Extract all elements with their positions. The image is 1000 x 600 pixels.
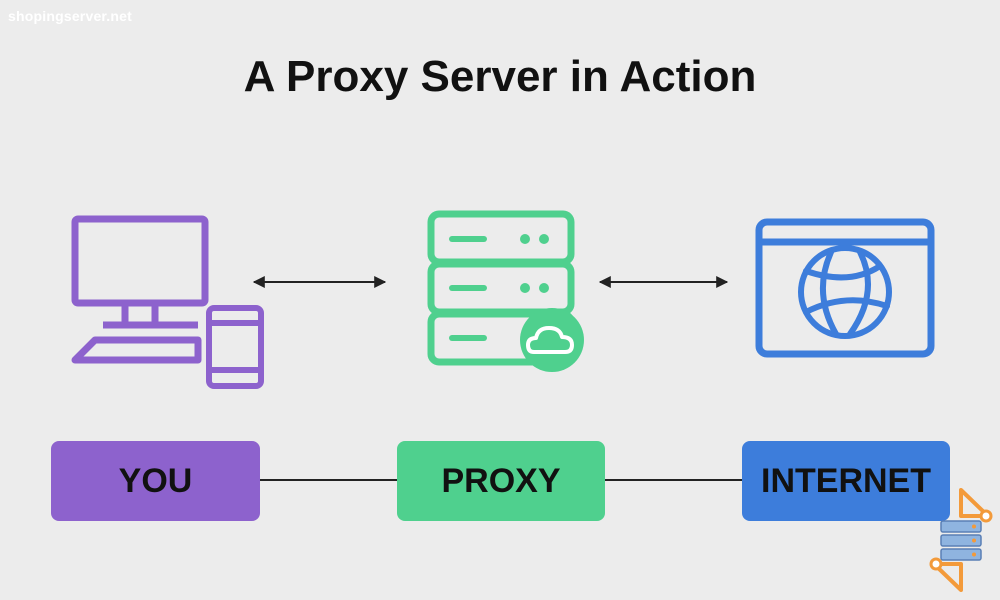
diagram-title: A Proxy Server in Action xyxy=(243,52,757,101)
server-logo-icon xyxy=(929,488,993,592)
browser-window-icon xyxy=(755,218,935,358)
watermark: shopingserver.net xyxy=(8,8,132,24)
you-label: YOU xyxy=(51,441,260,521)
connector-line xyxy=(260,479,397,481)
desktop-monitor-icon xyxy=(71,215,209,364)
globe-icon xyxy=(798,245,892,339)
cloud-icon xyxy=(520,308,584,372)
connector-line xyxy=(605,479,742,481)
proxy-label: PROXY xyxy=(397,441,605,521)
internet-label: INTERNET xyxy=(742,441,950,521)
server-rack-icon xyxy=(427,210,575,366)
smartphone-icon xyxy=(206,305,264,389)
